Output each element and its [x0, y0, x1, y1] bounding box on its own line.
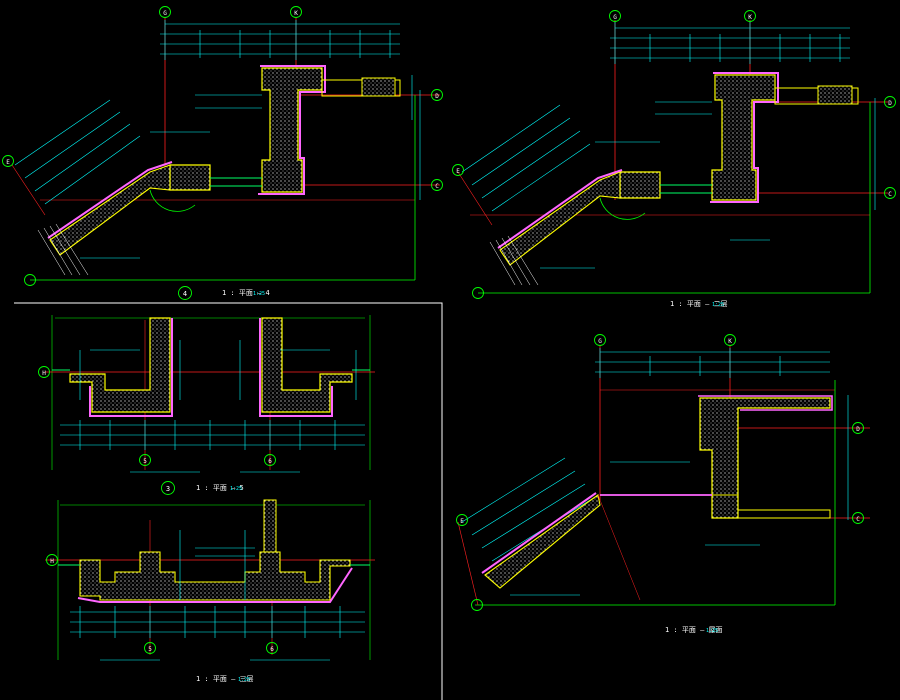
- view-bubble-number: 3: [166, 485, 170, 493]
- view-middle-left: H 5 6 3 1 : 平面 — 5 1:25: [38, 315, 375, 495]
- view-bottom-right: G K D C E 1 : 平面 — 屋面 1:25: [456, 334, 870, 634]
- axis-bubble-c: C: [435, 183, 439, 190]
- axis-bubble-g: G: [163, 10, 167, 17]
- view-title-middle-left: 1 : 平面 — 5: [196, 484, 244, 492]
- axis-bubble-5: 5: [148, 646, 152, 653]
- panel-border-left: [14, 302, 443, 700]
- view-bubble-number: 4: [183, 290, 187, 298]
- view-top-left: G K D C E 4 1 : 平面 — 4 1:25: [2, 6, 443, 300]
- axis-bubble-6: 6: [270, 646, 274, 653]
- view-title-top-left: 1 : 平面 — 4: [222, 289, 270, 297]
- view-title-top-right: 1 : 平面 — 二层: [670, 300, 728, 308]
- view-top-right: G K D C E 1 : 平面 — 二层 1:25: [452, 10, 896, 308]
- axis-bubble-d: D: [888, 100, 892, 107]
- view-scale-middle-left: 1:25: [230, 486, 242, 492]
- view-title-bottom-right: 1 : 平面 — 屋面: [665, 626, 723, 634]
- axis-bubble-h: H: [42, 370, 46, 377]
- axis-bubble-d: D: [856, 426, 860, 433]
- axis-bubble-k: K: [728, 338, 732, 345]
- axis-bubble-c: C: [888, 191, 892, 198]
- axis-bubble-5: 5: [143, 458, 147, 465]
- view-scale-top-right: 1:25: [712, 302, 724, 308]
- axis-bubble-k: K: [294, 10, 298, 17]
- axis-bubble-c: C: [856, 516, 860, 523]
- axis-bubble-k: K: [748, 14, 752, 21]
- axis-bubble-6: 6: [268, 458, 272, 465]
- view-scale-bottom-left: 1:25: [238, 677, 250, 683]
- view-title-bottom-left: 1 : 平面 — 三层: [196, 675, 254, 683]
- axis-bubble-g: G: [613, 14, 617, 21]
- view-scale-bottom-right: 1:25: [706, 628, 718, 634]
- axis-bubble-e: E: [6, 159, 10, 166]
- axis-bubble-d: D: [435, 93, 439, 100]
- view-bottom-left: H 5 6 1 : 平面 — 三层 1:25: [45, 499, 375, 683]
- axis-bubble-e: E: [460, 518, 464, 525]
- axis-bubble-g: G: [598, 338, 602, 345]
- view-scale-top-left: 1:25: [253, 291, 265, 297]
- axis-bubble-e: E: [456, 168, 460, 175]
- axis-bubble-h: H: [50, 558, 54, 565]
